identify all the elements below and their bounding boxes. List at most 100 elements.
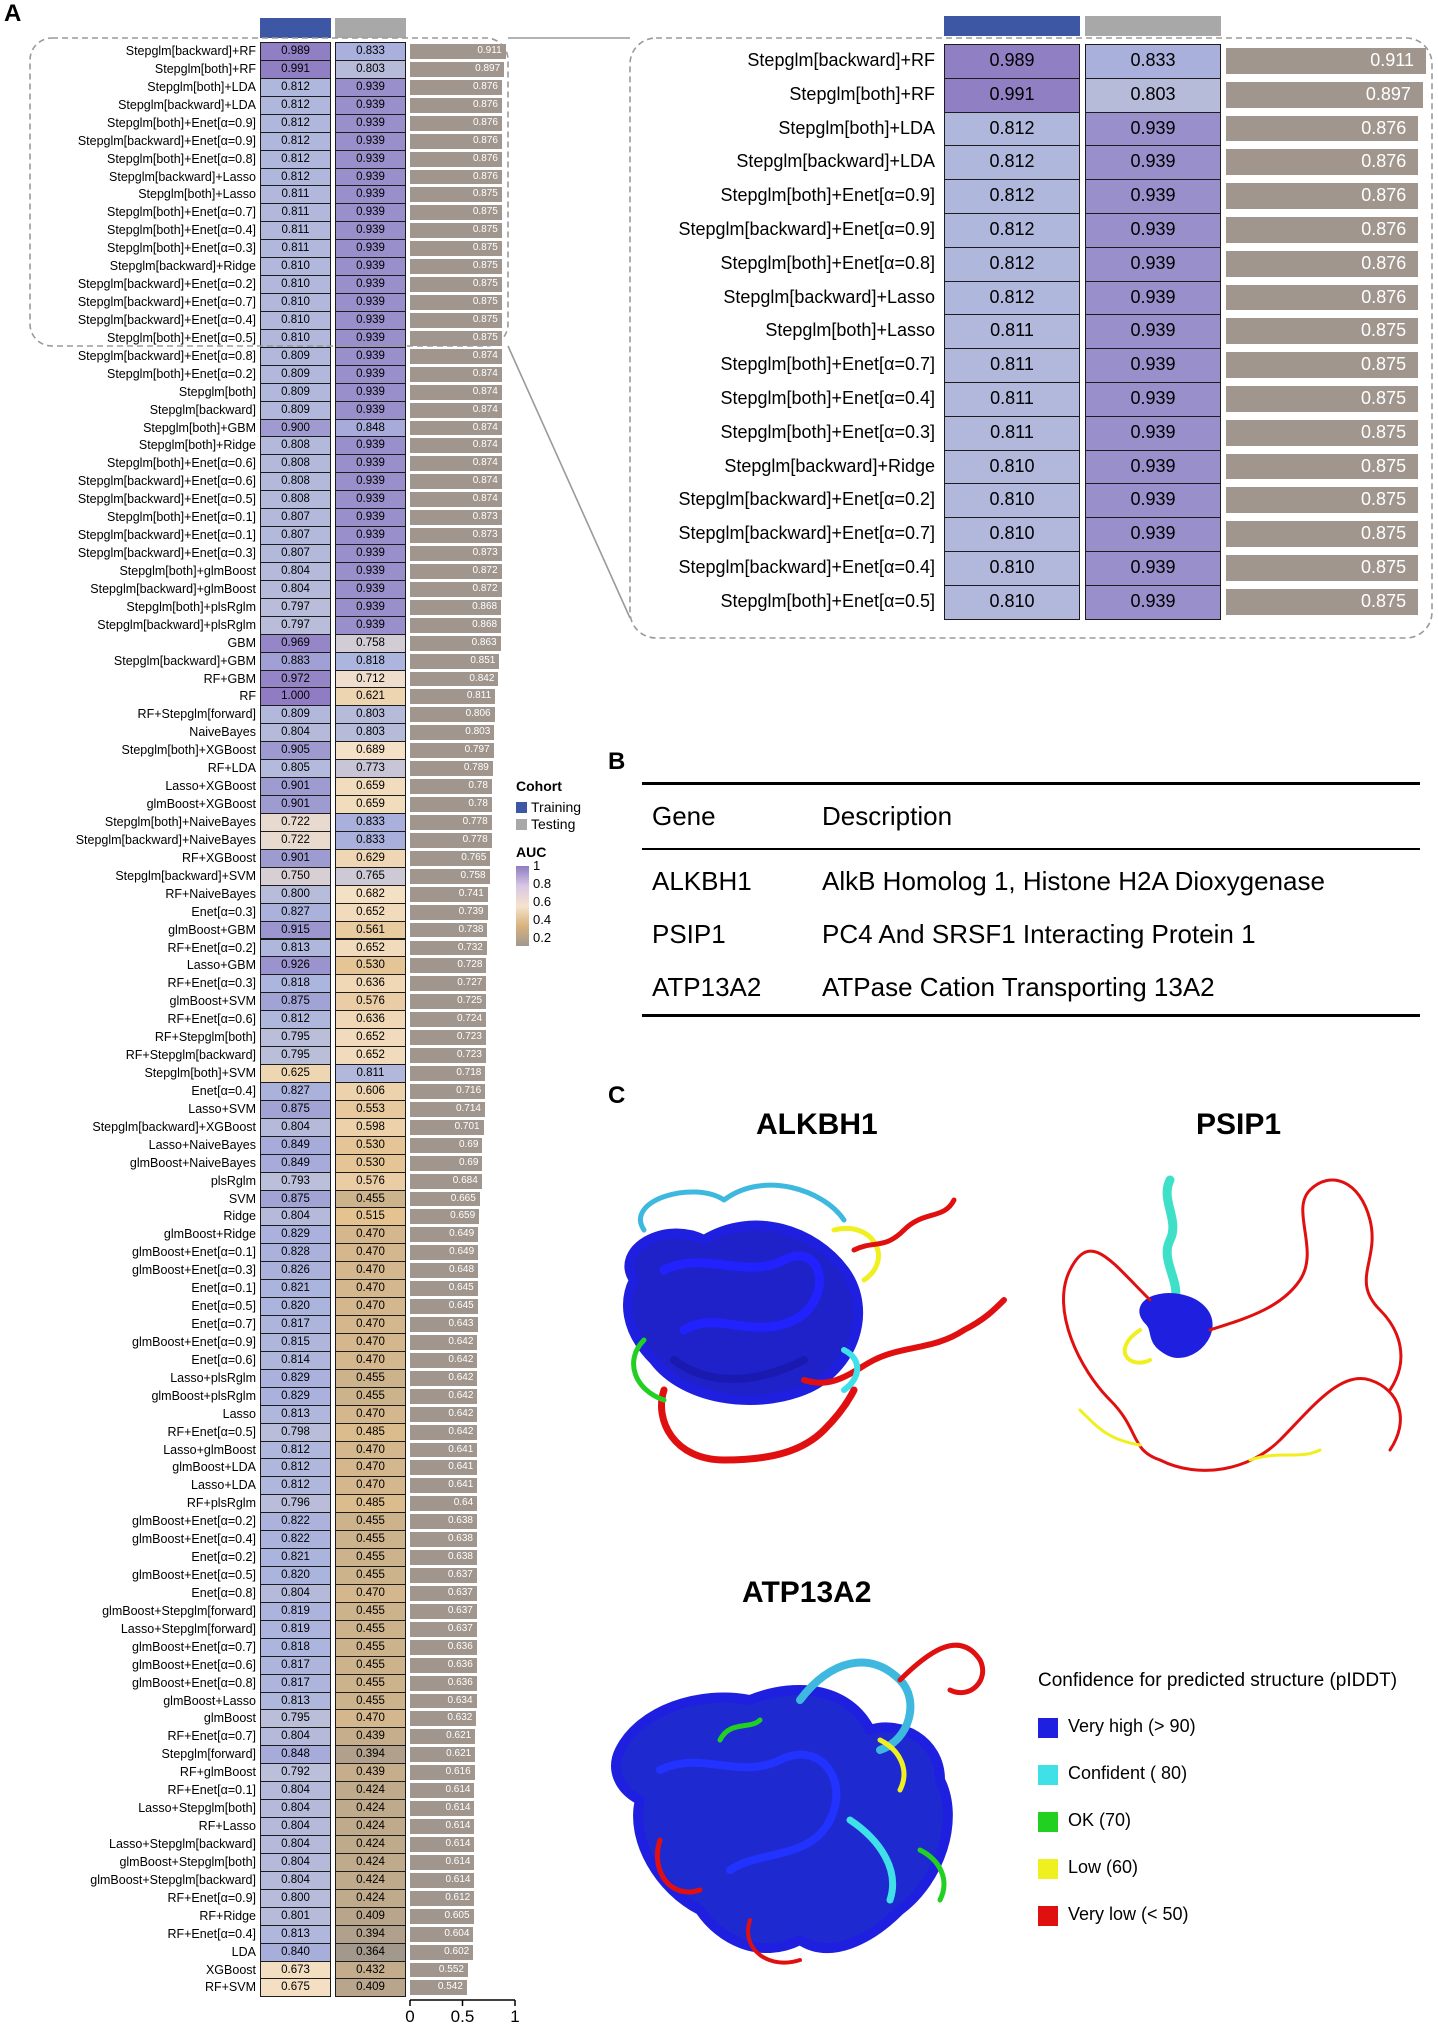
model-label: Enet[α=0.7] bbox=[191, 1317, 256, 1332]
training-auc-cell: 0.675 bbox=[260, 1978, 331, 1998]
zoom-mean-auc-bar: 0.911 bbox=[1226, 48, 1426, 74]
training-auc-cell: 0.812 bbox=[260, 149, 331, 169]
mean-auc-bar: 0.874 bbox=[410, 384, 502, 400]
zoom-mean-auc-bar: 0.876 bbox=[1226, 115, 1419, 142]
mean-auc-bar: 0.778 bbox=[410, 832, 492, 848]
testing-auc-cell: 0.561 bbox=[335, 920, 406, 940]
model-label: Stepglm[both]+Lasso bbox=[138, 187, 256, 202]
model-label: Lasso+SVM bbox=[188, 1101, 256, 1116]
cohort-swatch-testing bbox=[516, 819, 527, 830]
training-auc-cell: 0.849 bbox=[260, 1135, 331, 1155]
model-label: Stepglm[both]+SVM bbox=[144, 1066, 256, 1080]
mean-auc-bar: 0.874 bbox=[410, 366, 502, 382]
testing-auc-cell: 0.811 bbox=[335, 1064, 406, 1083]
training-auc-cell: 0.813 bbox=[260, 1691, 331, 1711]
testing-auc-cell: 0.470 bbox=[335, 1315, 406, 1334]
testing-auc-cell: 0.485 bbox=[335, 1422, 406, 1442]
training-auc-cell: 0.815 bbox=[260, 1332, 331, 1352]
testing-auc-cell: 0.455 bbox=[335, 1637, 406, 1657]
axis-tick-label: 1 bbox=[510, 2007, 519, 2026]
zoom-model-label: Stepglm[backward]+Enet[α=0.7] bbox=[678, 523, 935, 544]
training-auc-cell: 0.810 bbox=[260, 310, 331, 330]
psip1-structure-image bbox=[1062, 1175, 1403, 1472]
model-label: glmBoost+Enet[α=0.8] bbox=[132, 1675, 256, 1690]
zoom-mean-auc-bar: 0.876 bbox=[1226, 217, 1419, 243]
mean-auc-bar: 0.874 bbox=[410, 348, 502, 364]
training-auc-cell: 0.826 bbox=[260, 1261, 331, 1281]
training-auc-cell: 0.804 bbox=[260, 1852, 331, 1872]
zoom-testing-auc-cell: 0.803 bbox=[1085, 77, 1221, 113]
gene-cell: ALKBH1 bbox=[652, 866, 752, 896]
testing-auc-cell: 0.939 bbox=[335, 113, 406, 133]
testing-auc-cell: 0.939 bbox=[335, 346, 406, 366]
zoom-training-auc-cell: 0.811 bbox=[944, 348, 1080, 383]
model-label: RF+Enet[α=0.1] bbox=[167, 1783, 256, 1798]
model-label: glmBoost+Lasso bbox=[163, 1693, 256, 1708]
mean-auc-bar: 0.873 bbox=[410, 510, 502, 526]
testing-auc-cell: 0.470 bbox=[335, 1297, 406, 1317]
mean-auc-bar: 0.636 bbox=[410, 1675, 477, 1691]
mean-auc-bar: 0.701 bbox=[410, 1119, 484, 1135]
model-label: RF+Enet[α=0.9] bbox=[167, 1890, 256, 1905]
testing-auc-cell: 0.455 bbox=[335, 1601, 406, 1621]
model-label: RF+GBM bbox=[203, 671, 256, 686]
testing-auc-cell: 0.803 bbox=[335, 723, 406, 743]
testing-auc-cell: 0.652 bbox=[335, 1046, 406, 1065]
training-auc-cell: 0.673 bbox=[260, 1960, 331, 1980]
training-auc-cell: 0.807 bbox=[260, 526, 331, 546]
table-row: PSIP1 PC4 And SRSF1 Interacting Protein … bbox=[642, 908, 1420, 961]
gene-table: Gene Description ALKBH1 AlkB Homolog 1, … bbox=[642, 782, 1420, 1017]
model-label: Stepglm[backward]+glmBoost bbox=[90, 581, 256, 596]
training-auc-cell: 0.818 bbox=[260, 974, 331, 994]
model-label: Stepglm[backward]+Ridge bbox=[109, 259, 256, 274]
model-label: Enet[α=0.5] bbox=[191, 1299, 256, 1314]
model-label: glmBoost+LDA bbox=[172, 1460, 256, 1475]
model-label: Stepglm[both]+glmBoost bbox=[119, 563, 256, 578]
mean-auc-bar: 0.643 bbox=[410, 1317, 478, 1332]
zoom-model-label: Stepglm[backward]+RF bbox=[747, 50, 935, 70]
description-cell: ATPase Cation Transporting 13A2 bbox=[812, 961, 1420, 1017]
training-auc-cell: 0.811 bbox=[260, 203, 331, 223]
training-auc-cell: 0.800 bbox=[260, 884, 331, 904]
training-auc-cell: 0.812 bbox=[260, 1440, 331, 1460]
mean-auc-bar: 0.637 bbox=[410, 1603, 477, 1619]
model-label: XGBoost bbox=[205, 1962, 256, 1977]
model-label: Stepglm[backward]+Enet[α=0.1] bbox=[77, 528, 256, 543]
mean-auc-bar: 0.642 bbox=[410, 1334, 478, 1350]
testing-auc-cell: 0.939 bbox=[335, 95, 406, 115]
training-auc-cell: 0.804 bbox=[260, 1117, 331, 1137]
model-label: Lasso bbox=[222, 1406, 256, 1421]
testing-auc-cell: 0.455 bbox=[335, 1189, 406, 1209]
mean-auc-bar: 0.872 bbox=[410, 563, 502, 579]
mean-auc-bar: 0.727 bbox=[410, 976, 487, 992]
training-auc-cell: 0.821 bbox=[260, 1548, 331, 1568]
mean-auc-bar: 0.642 bbox=[410, 1352, 478, 1368]
gene-cell: PSIP1 bbox=[652, 919, 726, 949]
testing-auc-cell: 0.765 bbox=[335, 866, 406, 886]
training-auc-cell: 0.811 bbox=[260, 239, 331, 259]
mean-auc-bar: 0.649 bbox=[410, 1245, 479, 1261]
model-label: Lasso+XGBoost bbox=[165, 779, 256, 794]
training-auc-cell: 0.827 bbox=[260, 902, 331, 922]
testing-auc-cell: 0.455 bbox=[335, 1512, 406, 1532]
mean-auc-bar: 0.738 bbox=[410, 922, 488, 938]
testing-auc-cell: 0.455 bbox=[335, 1619, 406, 1639]
mean-auc-bar: 0.642 bbox=[410, 1370, 478, 1386]
mean-auc-bar: 0.605 bbox=[410, 1908, 474, 1924]
training-auc-cell: 0.722 bbox=[260, 812, 331, 832]
testing-auc-cell: 0.939 bbox=[335, 615, 406, 635]
mean-auc-bar: 0.874 bbox=[410, 402, 502, 418]
zoom-model-label: Stepglm[both]+Enet[α=0.4] bbox=[720, 388, 935, 408]
training-auc-cell: 0.819 bbox=[260, 1601, 331, 1621]
mean-auc-bar: 0.876 bbox=[410, 151, 502, 167]
mean-auc-bar: 0.552 bbox=[410, 1962, 468, 1978]
zoom-mean-auc-bar: 0.875 bbox=[1226, 588, 1419, 615]
axis-tick-label: 0 bbox=[405, 2007, 414, 2026]
training-auc-cell: 0.817 bbox=[260, 1673, 331, 1693]
model-label: glmBoost+Enet[α=0.4] bbox=[132, 1532, 256, 1547]
testing-auc-cell: 0.833 bbox=[335, 812, 406, 832]
training-auc-cell: 0.840 bbox=[260, 1942, 331, 1962]
panel-label-a: A bbox=[4, 0, 22, 27]
zoom-testing-auc-cell: 0.939 bbox=[1085, 382, 1221, 417]
